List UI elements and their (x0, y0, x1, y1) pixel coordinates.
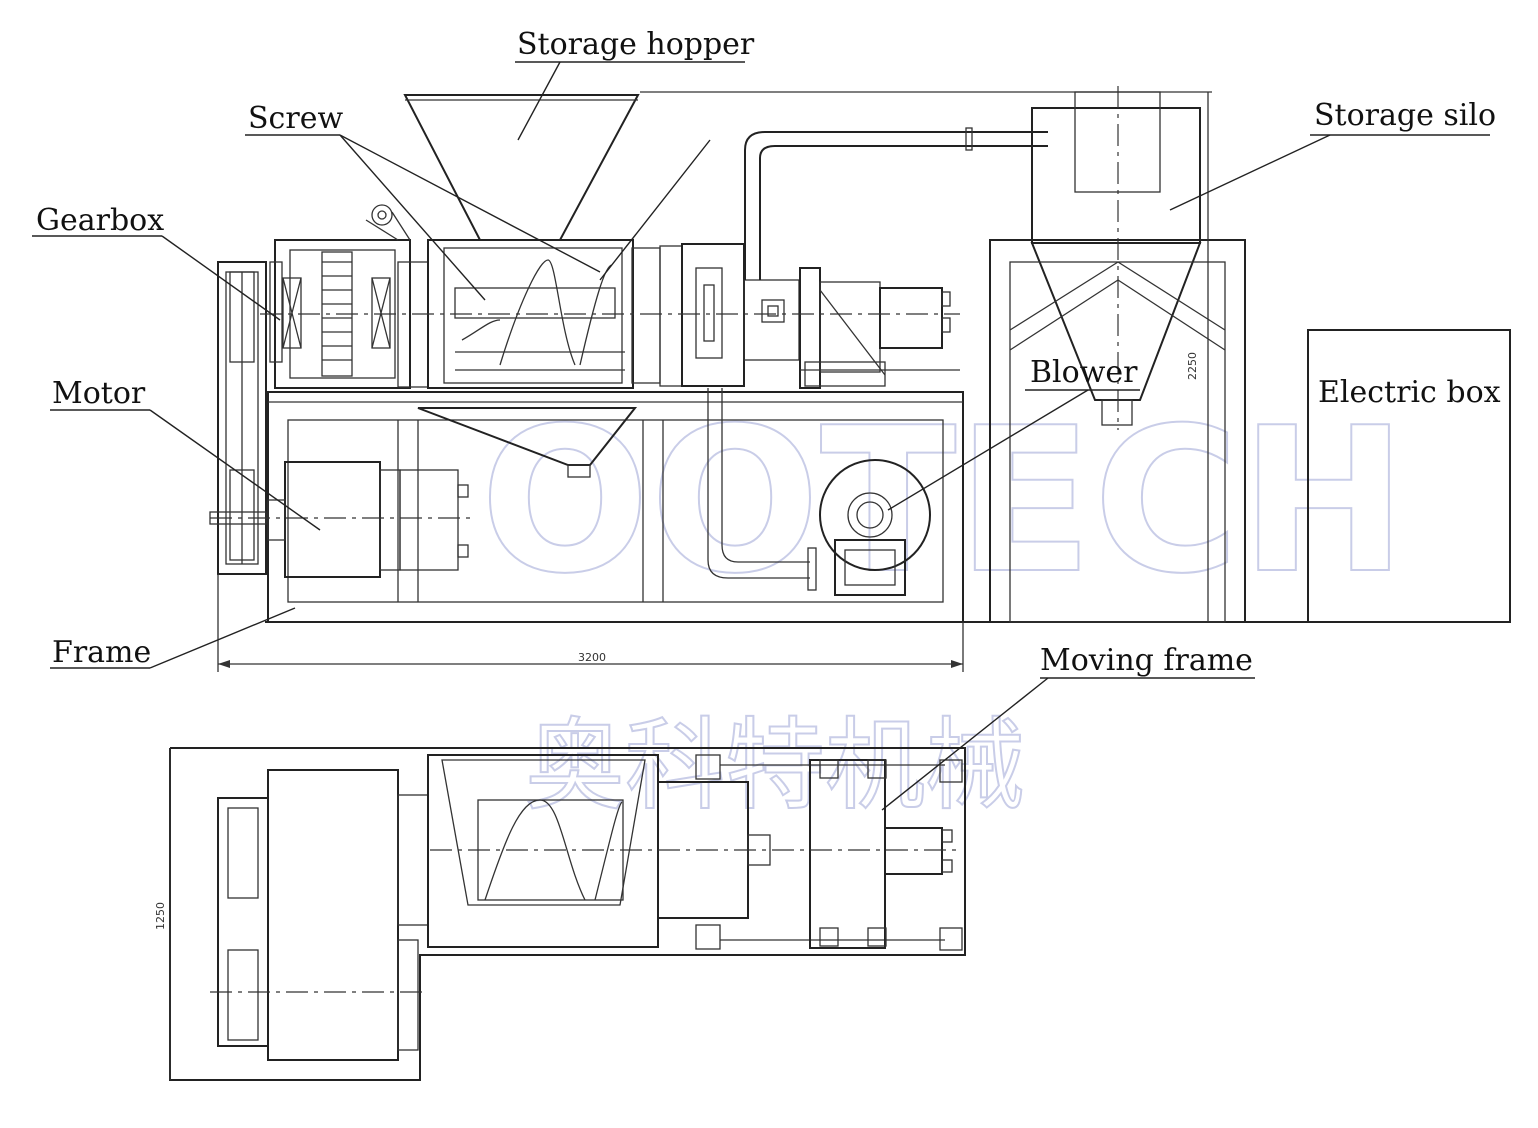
storage-silo (640, 86, 1246, 623)
die-head (681, 243, 800, 387)
belt-guard (209, 261, 267, 575)
electric-box (1307, 329, 1511, 623)
label-storage-hopper: Storage hopper (517, 27, 755, 62)
label-frame: Frame (52, 635, 151, 670)
labels: Storage hopper Screw Gearbox Motor Frame… (36, 27, 1501, 678)
leader-lines (32, 61, 1490, 811)
gearbox (269, 204, 429, 389)
label-gearbox: Gearbox (36, 203, 164, 238)
plan-view: 1250 (154, 747, 966, 1081)
label-moving-frame: Moving frame (1040, 643, 1253, 678)
length-dimension-text: 3200 (578, 651, 606, 664)
label-blower: Blower (1030, 355, 1138, 390)
label-electric-box: Electric box (1318, 375, 1501, 410)
label-motor: Motor (52, 376, 146, 411)
plan-gearbox-motor (267, 769, 399, 1061)
plan-belt-guard (217, 797, 269, 1047)
discharge-funnel (417, 407, 638, 478)
silo-height-text: 2250 (1186, 352, 1199, 380)
motor (210, 461, 470, 578)
moving-frame (799, 267, 960, 389)
elevation-view: 3200 2250 (209, 86, 1511, 672)
storage-hopper (403, 94, 640, 241)
frame (267, 391, 964, 623)
label-storage-silo: Storage silo (1314, 98, 1496, 133)
conveying-pipe (707, 127, 1048, 591)
blower (819, 459, 931, 596)
label-screw: Screw (248, 101, 343, 136)
length-dimension: 3200 (217, 574, 964, 672)
width-dimension-text: 1250 (154, 902, 167, 930)
